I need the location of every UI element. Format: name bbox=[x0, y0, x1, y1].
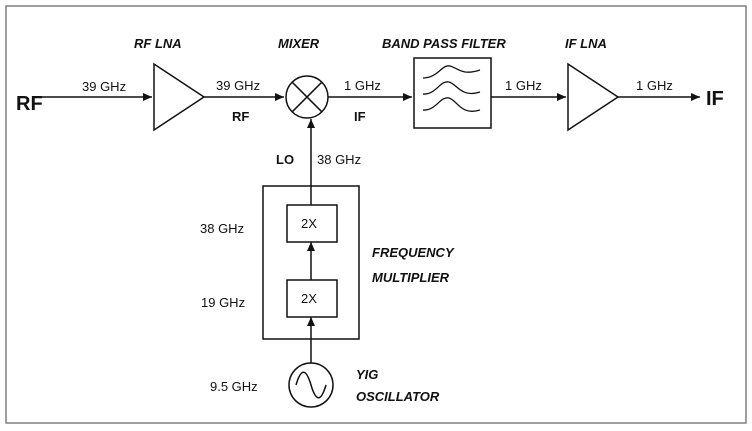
multiplier-stage2-label: 2X bbox=[301, 216, 317, 231]
rf-lna-label: RF LNA bbox=[134, 36, 182, 51]
if-lna-label: IF LNA bbox=[565, 36, 607, 51]
rf-lna-output-freq: 39 GHz bbox=[216, 78, 260, 93]
mixer-symbol bbox=[285, 75, 329, 119]
multiplier-stage1-label: 2X bbox=[301, 291, 317, 306]
filter-output-freq: 1 GHz bbox=[505, 78, 542, 93]
if-output-freq: 1 GHz bbox=[636, 78, 673, 93]
yig-label-line1: YIG bbox=[356, 367, 378, 382]
yig-oscillator-symbol bbox=[288, 362, 334, 408]
yig-label-line2: OSCILLATOR bbox=[356, 389, 440, 404]
multiplier-stage1-freq: 19 GHz bbox=[201, 295, 245, 310]
mixer-label: MIXER bbox=[278, 36, 320, 51]
if-lna-amplifier bbox=[567, 62, 620, 132]
mixer-output-freq: 1 GHz bbox=[344, 78, 381, 93]
rf-lna-amplifier bbox=[153, 62, 206, 132]
if-signal-label: IF bbox=[354, 109, 366, 124]
yig-freq: 9.5 GHz bbox=[210, 379, 258, 394]
rf-input-freq: 39 GHz bbox=[82, 79, 126, 94]
lo-signal-label: LO bbox=[276, 152, 294, 167]
if-output-port-label: IF bbox=[706, 88, 724, 110]
frequency-multiplier-label-line2: MULTIPLIER bbox=[372, 270, 450, 285]
band-pass-filter-label: BAND PASS FILTER bbox=[382, 36, 506, 51]
frequency-multiplier-label-line1: FREQUENCY bbox=[372, 245, 455, 260]
multiplier-stage2-freq: 38 GHz bbox=[200, 221, 244, 236]
rf-input-port-label: RF bbox=[16, 93, 43, 115]
lo-freq: 38 GHz bbox=[317, 152, 361, 167]
rf-signal-label: RF bbox=[232, 109, 249, 124]
diagram-frame bbox=[5, 5, 747, 424]
band-pass-filter-block bbox=[413, 57, 492, 129]
